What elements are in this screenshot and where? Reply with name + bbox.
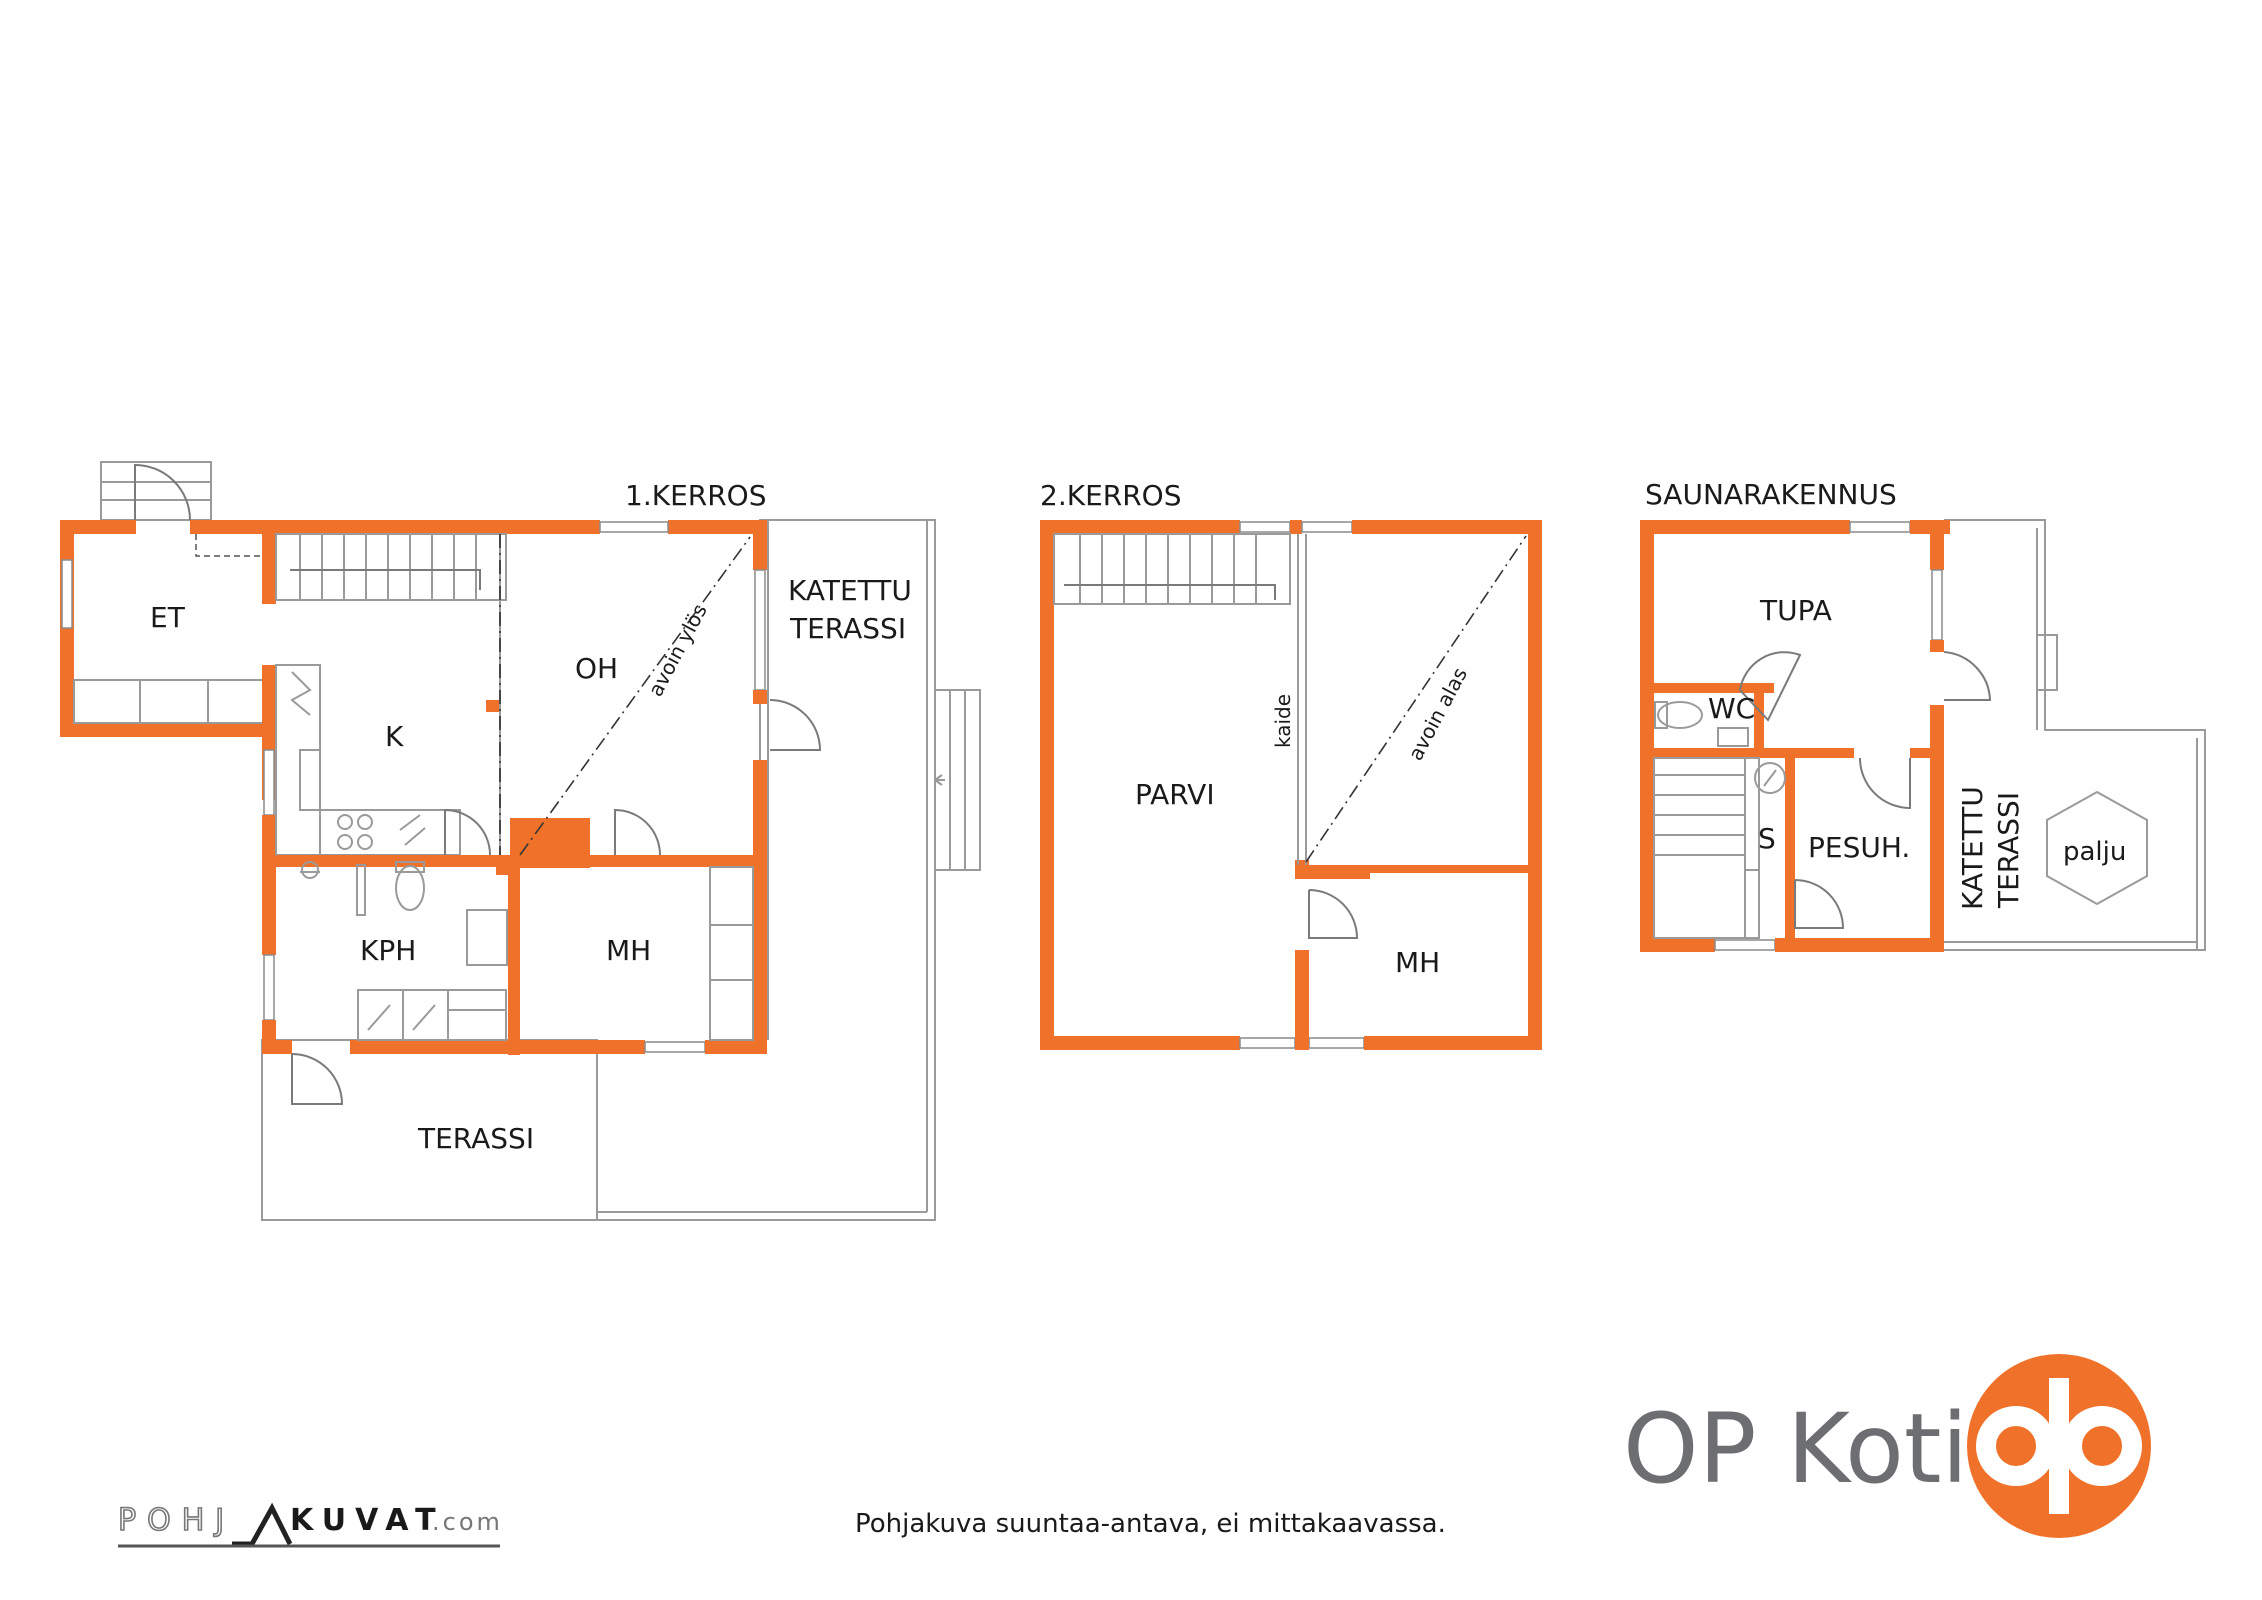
toilet-icon <box>1657 701 1703 729</box>
first-floor-plan: 1.KERROS ET K OH KPH MH KATETTU TERASSI … <box>60 461 981 1221</box>
second-floor-plan: 2.KERROS PARVI kaide avoin alas MH <box>1040 479 1542 1050</box>
door-swing-icon <box>134 463 191 521</box>
room-label-k: K <box>385 720 404 753</box>
annotation-avoin-alas: avoin alas <box>1403 664 1472 765</box>
room-label-mh-second: MH <box>1395 946 1440 979</box>
toilet-icon <box>395 865 425 911</box>
door-swing-icon <box>291 1053 344 1105</box>
floor-title-second: 2.KERROS <box>1040 479 1182 512</box>
room-label-parvi: PARVI <box>1135 778 1215 811</box>
brand-name: OP Koti <box>1623 1393 1968 1505</box>
room-label-katettu-sauna-line2: TERASSI <box>1992 792 2025 909</box>
pohjakuvat-right: KUVAT <box>290 1503 445 1538</box>
door-swing-icon <box>1308 889 1359 939</box>
annotation-kaide: kaide <box>1271 694 1295 748</box>
annotation-avoin-ylos: avoin ylös <box>643 600 712 700</box>
floor-title-sauna: SAUNARAKENNUS <box>1645 478 1897 511</box>
room-label-katettu-first-line2: TERASSI <box>789 612 906 645</box>
stairs-icon <box>1064 534 1276 604</box>
disclaimer-text: Pohjakuva suuntaa-antava, ei mittakaavas… <box>855 1509 1446 1539</box>
door-swing-icon <box>1794 879 1845 929</box>
room-label-pesuh: PESUH. <box>1808 831 1910 864</box>
floor-title-first: 1.KERROS <box>625 479 767 512</box>
stairs-icon <box>290 534 481 600</box>
door-swing-icon <box>444 808 491 856</box>
door-swing-icon <box>614 808 661 856</box>
room-label-palju: palju <box>2063 837 2126 867</box>
room-label-s: S <box>1758 822 1776 855</box>
pohjakuvat-left: POHJ <box>118 1503 235 1538</box>
room-label-tupa: TUPA <box>1759 594 1832 627</box>
door-swing-icon <box>1943 651 1992 701</box>
room-label-katettu-first-line1: KATETTU <box>788 574 912 607</box>
stove-icon <box>337 814 353 830</box>
sauna-building-plan: SAUNARAKENNUS TUPA WC S PESUH. KATETTU T… <box>1640 478 2206 952</box>
room-label-katettu-sauna-line1: KATETTU <box>1956 786 1989 910</box>
pohjakuvat-com: .com <box>432 1508 503 1536</box>
room-label-kph: KPH <box>360 934 416 967</box>
sauna-stove-icon <box>1754 762 1786 794</box>
pohjakuvat-logo: POHJ KUVAT .com <box>117 1502 503 1548</box>
op-logo-icon <box>1967 1354 2151 1538</box>
room-label-terassi: TERASSI <box>417 1122 534 1155</box>
room-label-oh: OH <box>575 652 618 685</box>
door-swing-icon <box>1859 757 1911 810</box>
door-swing-icon <box>769 699 822 751</box>
room-label-et: ET <box>150 601 186 634</box>
room-label-wc: WC <box>1708 692 1755 725</box>
stairs-icon <box>1654 758 1746 938</box>
footer: POHJ KUVAT .com Pohjakuva suuntaa-antava… <box>117 1354 2151 1548</box>
door-swing-icon <box>1738 651 1802 722</box>
room-label-mh-first: MH <box>606 934 651 967</box>
